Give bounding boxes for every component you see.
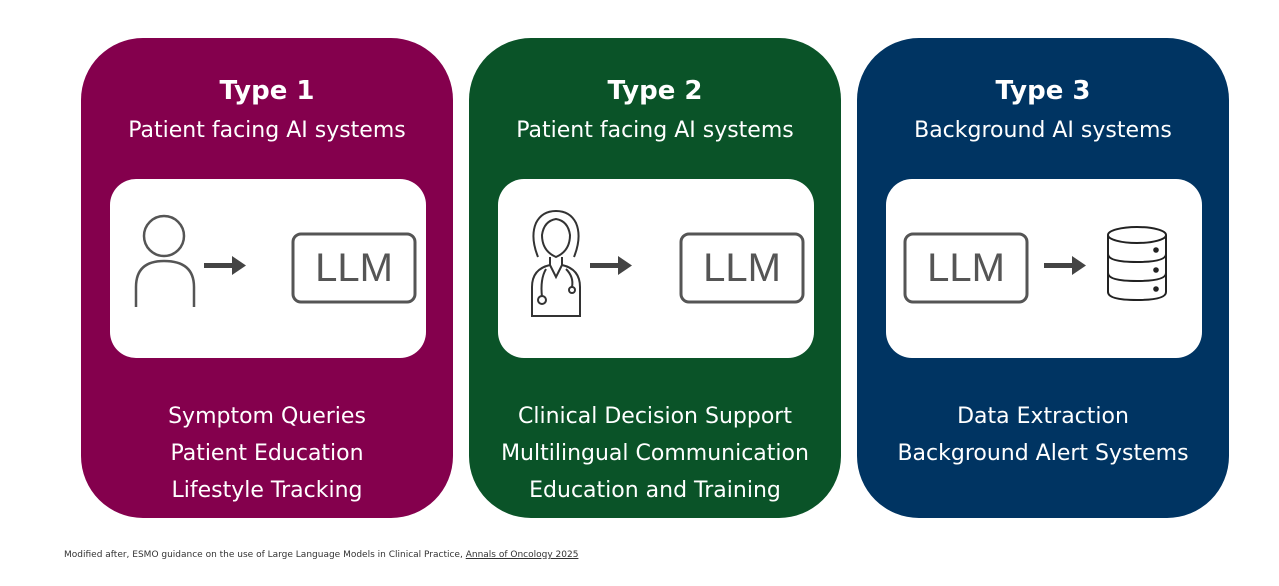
- card-subtitle: Patient facing AI systems: [128, 118, 406, 143]
- use-case-item: Background Alert Systems: [897, 441, 1189, 466]
- card-type-label: Type 2: [607, 76, 703, 106]
- use-case-item: Symptom Queries: [168, 404, 366, 429]
- llm-box: [291, 232, 417, 304]
- person-icon: [134, 214, 196, 307]
- flow-box: LLM: [886, 179, 1202, 358]
- type-2-card: Type 2 Patient facing AI systems: [469, 38, 841, 518]
- arrow-icon: [204, 256, 246, 275]
- use-case-item: Lifestyle Tracking: [171, 478, 363, 503]
- source-footnote: Modified after, ESMO guidance on the use…: [64, 550, 578, 560]
- type-3-card: Type 3 Background AI systems LLM Data Ex…: [857, 38, 1229, 518]
- flow-box: LLM: [498, 179, 814, 358]
- card-type-label: Type 1: [219, 76, 315, 106]
- card-subtitle: Background AI systems: [914, 118, 1172, 143]
- use-case-item: Education and Training: [529, 478, 781, 503]
- use-case-item: Data Extraction: [957, 404, 1129, 429]
- use-case-item: Patient Education: [170, 441, 364, 466]
- use-case-item: Clinical Decision Support: [518, 404, 792, 429]
- use-case-list: Data Extraction Background Alert Systems: [857, 398, 1229, 472]
- llm-box: [679, 232, 805, 304]
- card-type-label: Type 3: [995, 76, 1091, 106]
- use-case-item: Multilingual Communication: [501, 441, 809, 466]
- arrow-icon: [590, 256, 632, 275]
- llm-label: LLM: [315, 246, 393, 290]
- doctor-icon: [531, 209, 581, 317]
- llm-label: LLM: [927, 246, 1005, 290]
- use-case-list: Symptom Queries Patient Education Lifest…: [81, 398, 453, 509]
- card-subtitle: Patient facing AI systems: [516, 118, 794, 143]
- arrow-icon: [1044, 256, 1086, 275]
- footnote-text: Modified after, ESMO guidance on the use…: [64, 550, 466, 560]
- database-icon: [1107, 226, 1167, 302]
- type-1-card: Type 1 Patient facing AI systems LLM Sym…: [81, 38, 453, 518]
- journal-link[interactable]: Annals of Oncology 2025: [465, 550, 579, 560]
- flow-box: LLM: [110, 179, 426, 358]
- llm-label: LLM: [703, 246, 781, 290]
- llm-box: [903, 232, 1029, 304]
- use-case-list: Clinical Decision Support Multilingual C…: [469, 398, 841, 509]
